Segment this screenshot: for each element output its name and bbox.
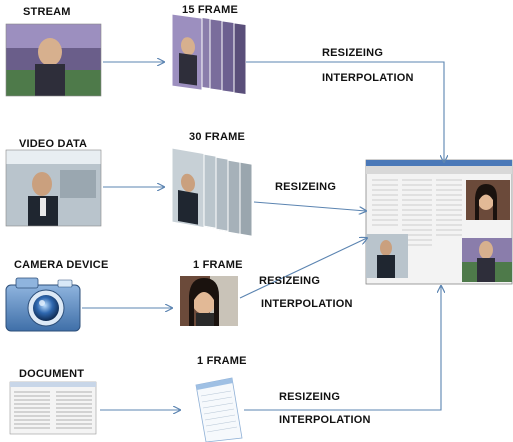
arrow-video-frames-to-output bbox=[253, 201, 366, 211]
arrow-document-frame-to-output bbox=[244, 286, 441, 411]
arrow-stream-frames-to-output bbox=[246, 61, 444, 162]
camera-interp-label: INTERPOLATION bbox=[261, 298, 353, 310]
stream-interp-label: INTERPOLATION bbox=[322, 72, 414, 84]
document-label: DOCUMENT bbox=[19, 368, 85, 380]
video-resize-label: RESIZEING bbox=[275, 181, 337, 193]
document-resize-label: RESIZEING bbox=[279, 391, 341, 403]
composite-output-image bbox=[365, 159, 513, 285]
arrow-camera-frame-to-output bbox=[239, 238, 367, 299]
camera-resize-label: RESIZEING bbox=[259, 275, 321, 287]
document-interp-label: INTERPOLATION bbox=[279, 414, 371, 426]
video-frame-count: 30 FRAME bbox=[189, 131, 245, 143]
camera-device-icon bbox=[5, 277, 81, 332]
video-frame-stack bbox=[171, 147, 253, 237]
camera-device-label: CAMERA DEVICE bbox=[14, 259, 109, 271]
video-data-label: VIDEO DATA bbox=[19, 138, 88, 150]
camera-frame-image bbox=[180, 276, 238, 326]
camera-frame-count: 1 FRAME bbox=[193, 259, 243, 271]
document-frame-count: 1 FRAME bbox=[197, 355, 247, 367]
stream-frame-count: 15 FRAME bbox=[182, 4, 238, 16]
video-source-image bbox=[5, 149, 102, 227]
stream-frame-stack bbox=[171, 13, 247, 96]
stream-label: STREAM bbox=[23, 6, 71, 18]
document-source-image bbox=[9, 381, 97, 435]
document-frame-page bbox=[195, 377, 243, 442]
stream-resize-label: RESIZEING bbox=[322, 47, 384, 59]
stream-source-image bbox=[5, 23, 102, 97]
